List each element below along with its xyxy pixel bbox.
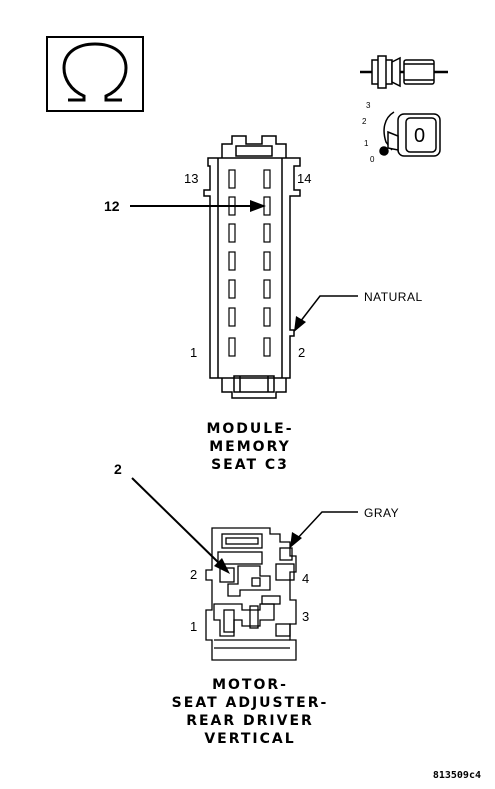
gray-leader-arrowhead (290, 532, 302, 548)
natural-leader-arrowhead (294, 316, 306, 332)
motor-pin-2-label: 2 (190, 567, 198, 582)
ohm-meter-box (46, 36, 144, 112)
motor-title-line-1: MOTOR- (212, 677, 288, 693)
ohm-omega-icon (62, 42, 128, 102)
motor-pin-4-label: 4 (302, 571, 310, 586)
key-position-2: 2 (362, 117, 367, 126)
gray-color-label: GRAY (364, 506, 400, 520)
natural-leader-line (299, 295, 358, 323)
gray-leader-line (295, 511, 358, 541)
key-position-1: 1 (364, 139, 369, 148)
module-pin-1-label: 1 (190, 345, 198, 360)
module-pin-14-label: 14 (297, 171, 312, 186)
motor-title-line-2: SEAT ADJUSTER- (171, 695, 329, 711)
motor-title: MOTOR- SEAT ADJUSTER- REAR DRIVER VERTIC… (150, 676, 350, 748)
motor-connector (205, 527, 297, 661)
module-title-line-2: MEMORY (209, 439, 291, 455)
figure-code: 813509c4 (432, 770, 481, 781)
module-title-line-3: SEAT C3 (211, 457, 289, 473)
callout-12-label: 12 (104, 198, 120, 214)
motor-title-line-4: VERTICAL (204, 731, 296, 747)
key-position-3: 3 (366, 101, 371, 110)
motor-pin-1-label: 1 (190, 619, 198, 634)
module-title-line-1: MODULE- (206, 421, 294, 437)
module-connector (203, 135, 301, 399)
module-pin-13-label: 13 (184, 171, 199, 186)
motor-pin-3-label: 3 (302, 609, 310, 624)
motor-title-line-3: REAR DRIVER (186, 713, 314, 729)
key-symbol: 0 (414, 125, 425, 147)
natural-color-label: NATURAL (364, 290, 423, 304)
callout-2-arrowhead (214, 558, 230, 574)
callout-2-arrow (131, 477, 223, 567)
key-position-0: 0 (370, 155, 375, 164)
module-title: MODULE- MEMORY SEAT C3 (160, 420, 340, 474)
connector-key-position-icon (360, 55, 448, 157)
module-pin-2-label: 2 (298, 345, 306, 360)
callout-2-label: 2 (114, 461, 122, 477)
callout-12-arrowhead (250, 200, 266, 212)
